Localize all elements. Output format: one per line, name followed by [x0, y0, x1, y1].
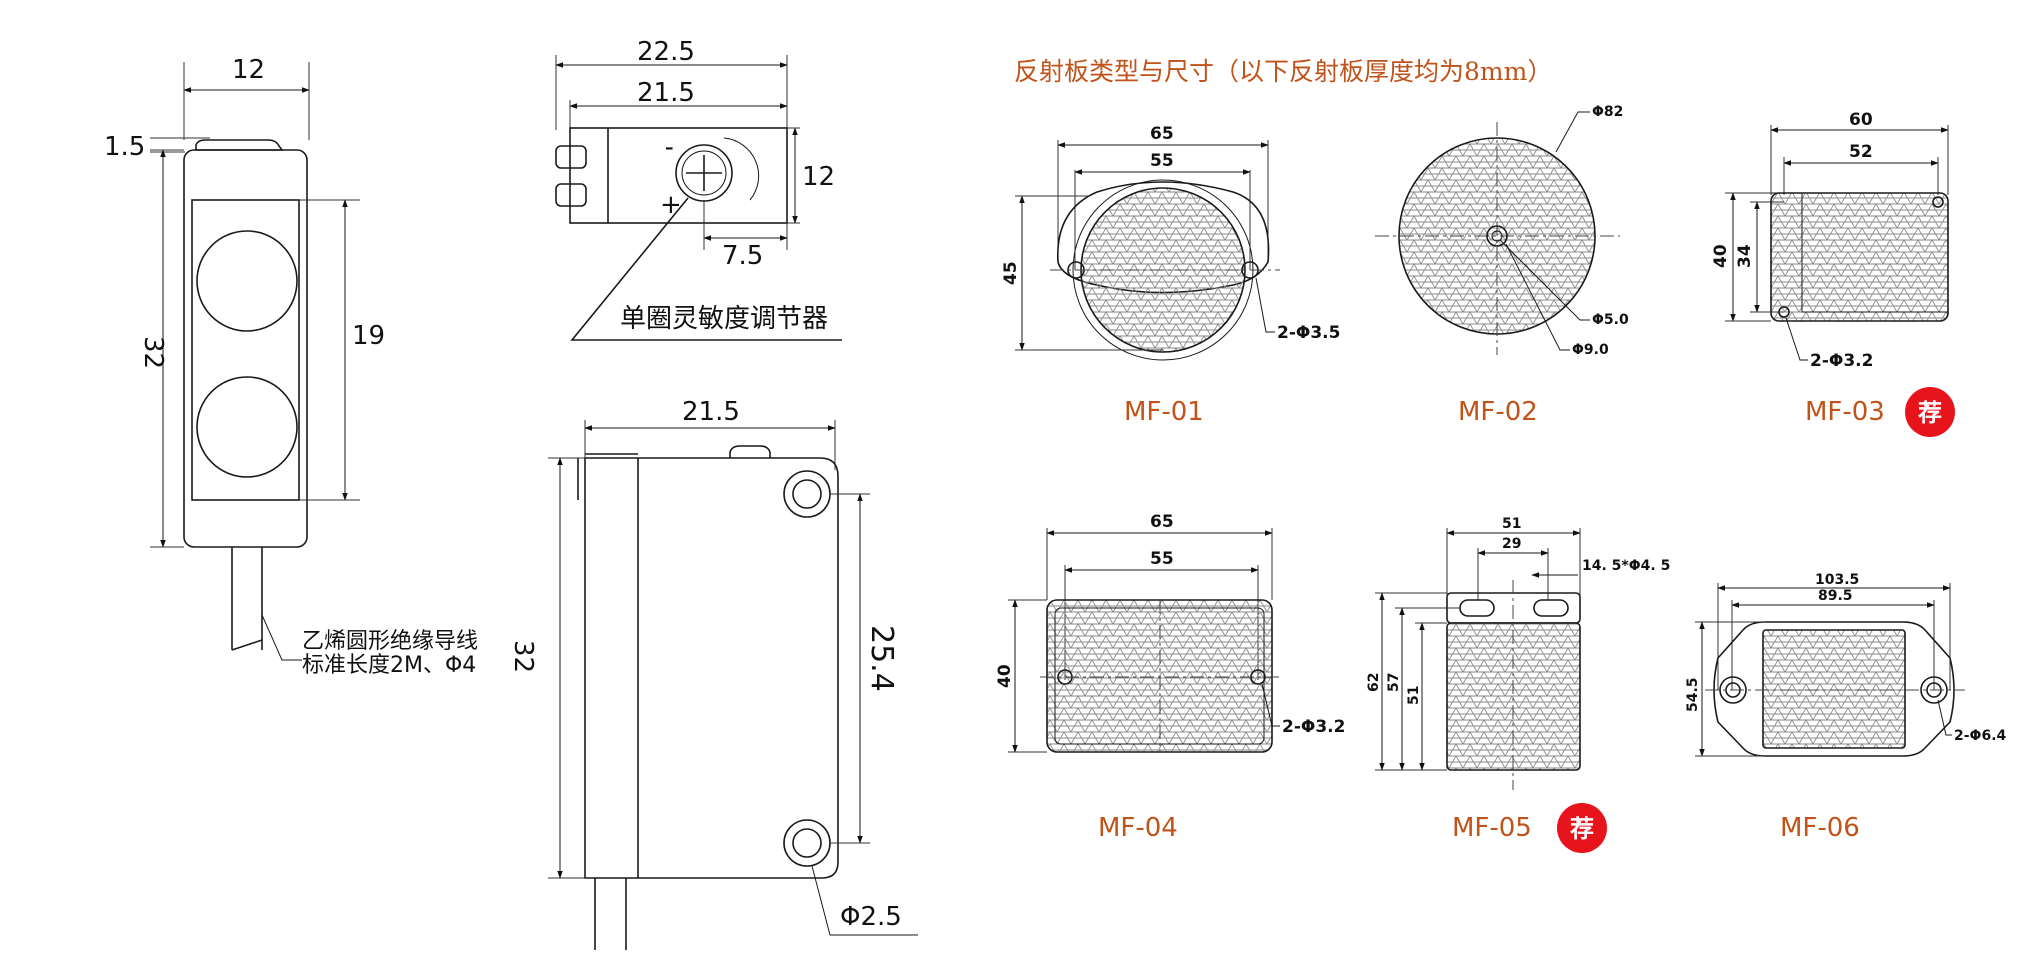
sensor-side-view: 21.5 32 25.4 Φ2.5	[508, 397, 918, 950]
front-width-dim: 12	[232, 55, 265, 85]
sensor-top-view: 22.5 21.5 – + 7.5 12 单圈灵敏度调节器	[555, 37, 842, 341]
adjuster-label: 单圈灵敏度调节器	[620, 304, 828, 334]
top-outer-dim: 22.5	[637, 37, 695, 67]
mf03-hole-spacing-dim: 34	[1735, 244, 1755, 268]
mf02-label: MF-02	[1458, 397, 1538, 427]
top-connector-1	[555, 145, 587, 169]
knob-offset-dim: 7.5	[722, 241, 763, 271]
cable-note-line2: 标准长度2M、Φ4	[302, 653, 476, 678]
mf01-label: MF-01	[1124, 397, 1204, 427]
reflector-mf-03: 60 52 40 34 2-Φ3.2 MF-03 荐	[1711, 110, 1955, 437]
emitter-lens	[196, 230, 298, 332]
mf06-width-dim: 103.5	[1815, 572, 1859, 588]
mf03-inner-dim: 52	[1849, 142, 1873, 162]
minus-mark: –	[665, 138, 674, 158]
mf03-width-dim: 60	[1849, 110, 1873, 130]
side-height-dim: 32	[508, 640, 538, 673]
mf03-recommend-badge	[1905, 387, 1955, 437]
side-body	[584, 457, 839, 879]
sensor-front-view: 12 1.5 32 19 乙烯圆形绝缘导线 标准长度2M、Φ4	[104, 55, 478, 678]
mf02-hole-dim: Φ5.0	[1592, 312, 1629, 328]
mf05-plate-dim: 51	[1406, 686, 1422, 705]
mf01-hole-dim: 2-Φ3.5	[1277, 323, 1340, 343]
mf01-height-dim: 45	[1001, 261, 1021, 285]
mf06-label: MF-06	[1780, 813, 1860, 843]
cable	[231, 547, 263, 651]
window-height-dim: 19	[352, 321, 385, 351]
mf04-label: MF-04	[1098, 813, 1178, 843]
reflector-mf-06: 103.5 89.5 54.5 2-Φ6.4 MF-06	[1685, 572, 2007, 843]
mf06-inner-dim: 89.5	[1818, 588, 1853, 604]
mf05-height-dim: 62	[1366, 673, 1382, 692]
reflector-mf-04: 65 55 40 2-Φ3.2 MF-04	[995, 512, 1345, 843]
cable-note-line1: 乙烯圆形绝缘导线	[302, 629, 478, 654]
mf05-inner-dim: 29	[1502, 536, 1521, 552]
mf05-slot-dim: 14. 5*Φ4. 5	[1582, 558, 1670, 574]
top-body	[569, 127, 788, 224]
mount-hole-bottom	[783, 819, 831, 867]
mf01-width-dim: 65	[1150, 124, 1174, 144]
mf05-label: MF-05	[1452, 813, 1532, 843]
mf01-inner-dim: 55	[1150, 151, 1174, 171]
top-height-dim: 12	[802, 162, 835, 192]
mf04-hole-dim: 2-Φ3.2	[1282, 717, 1345, 737]
front-body	[183, 149, 308, 548]
mf04-height-dim: 40	[995, 664, 1015, 688]
reflector-mf-05: 51 29 14. 5*Φ4. 5 62 57 51 MF-05 荐	[1366, 516, 1670, 853]
mf05-mid-dim: 57	[1386, 673, 1402, 692]
mf05-width-dim: 51	[1502, 516, 1521, 532]
plus-mark: +	[660, 190, 682, 220]
mf06-hole-dim: 2-Φ6.4	[1954, 728, 2007, 744]
side-width-dim: 21.5	[682, 397, 740, 427]
mf05-recommend-badge	[1557, 803, 1607, 853]
reflector-mf-01: 65 55 45 2-Φ3.5 MF-01	[1001, 124, 1340, 427]
mf04-width-dim: 65	[1150, 512, 1174, 532]
reflector-section-title: 反射板类型与尺寸（以下反射板厚度均为8mm）	[1014, 57, 1552, 86]
mf03-recommend-text: 荐	[1918, 399, 1942, 427]
mf03-label: MF-03	[1805, 397, 1885, 427]
receiver-lens	[196, 376, 298, 478]
front-height-dim: 32	[138, 336, 168, 369]
mf03-height-dim: 40	[1711, 244, 1731, 268]
reflector-mf-02: Φ82 Φ5.0 Φ9.0 MF-02	[1375, 104, 1629, 427]
mf03-hole-dim: 2-Φ3.2	[1810, 351, 1873, 371]
mount-hole-top	[783, 470, 831, 518]
mf05-recommend-text: 荐	[1570, 815, 1594, 843]
hole-dia-dim: Φ2.5	[840, 902, 902, 932]
hole-spacing-dim: 25.4	[864, 625, 899, 692]
side-cable	[594, 878, 627, 950]
lens-window	[191, 199, 300, 501]
top-connector-2	[555, 183, 587, 207]
front-offset-dim: 1.5	[104, 132, 145, 162]
mf06-height-dim: 54.5	[1685, 677, 1701, 712]
mf02-dia-dim: Φ82	[1592, 104, 1623, 120]
top-inner-dim: 21.5	[637, 78, 695, 108]
front-body-outline	[195, 139, 284, 151]
mf04-inner-dim: 55	[1150, 549, 1174, 569]
mf02-counterbore-dim: Φ9.0	[1572, 342, 1609, 358]
